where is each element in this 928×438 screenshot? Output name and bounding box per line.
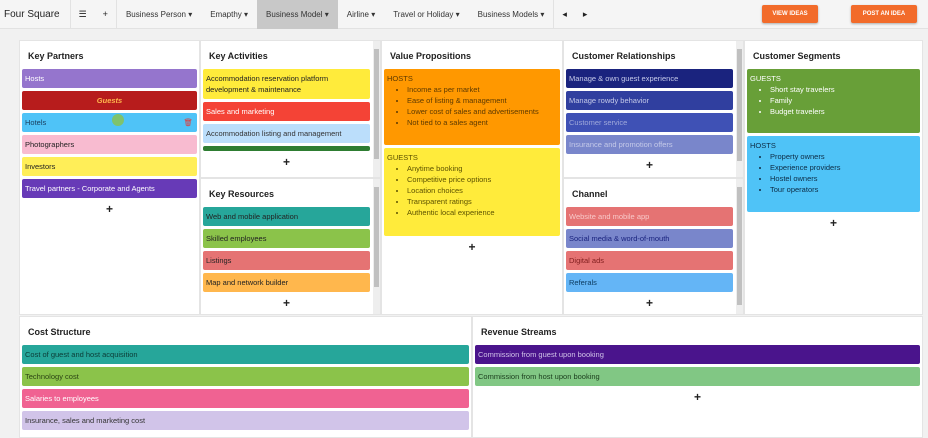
card-host-commission[interactable]: Commission from host upon booking xyxy=(475,367,920,386)
tab-emapthy[interactable]: Emapthy ▾ xyxy=(210,9,249,19)
list-item: Budget travelers xyxy=(770,106,917,117)
card-social-media[interactable]: Social media & word-of-mouth xyxy=(566,229,733,248)
list-item: Lower cost of sales and advertisements xyxy=(407,106,557,117)
card-web-app[interactable]: Web and mobile application xyxy=(203,207,370,226)
panel-title: Key Partners xyxy=(28,51,84,61)
group-label: HOSTS xyxy=(750,141,776,150)
card-acquisition-cost[interactable]: Cost of guest and host acquisition xyxy=(22,345,469,364)
add-key-activity-button[interactable]: + xyxy=(282,155,290,169)
card-insurance-offers[interactable]: Insurance and promotion offers xyxy=(566,135,733,154)
post-idea-button[interactable]: POST AN IDEA xyxy=(851,5,917,23)
card-hosts-segment[interactable]: HOSTS Property ownersExperience provider… xyxy=(747,136,920,212)
panel-title: Key Activities xyxy=(209,51,268,61)
card-hosts-values[interactable]: HOSTS Income as per marketEase of listin… xyxy=(384,69,560,145)
card-sales-marketing[interactable]: Sales and marketing xyxy=(203,102,370,121)
view-ideas-button[interactable]: VIEW IDEAS xyxy=(762,5,818,23)
card-travel-partners[interactable]: Travel partners - Corporate and Agents xyxy=(22,179,197,198)
tab-business-person[interactable]: Business Person ▾ xyxy=(125,9,193,19)
add-revenue-stream-button[interactable]: + xyxy=(693,390,701,404)
card-guests-segment[interactable]: GUESTS Short stay travelersFamilyBudget … xyxy=(747,69,920,133)
channel-panel: Channel Website and mobile app Social me… xyxy=(563,178,744,315)
list-item: Anytime booking xyxy=(407,163,557,174)
card-guests[interactable]: Guests xyxy=(22,91,197,110)
card-guests-values[interactable]: GUESTS Anytime bookingCompetitive price … xyxy=(384,148,560,236)
add-customer-segment-button[interactable]: + xyxy=(829,216,837,230)
card-map-builder[interactable]: Map and network builder xyxy=(203,273,370,292)
card-hotels[interactable]: Hotels 🗑 xyxy=(22,113,197,132)
brand[interactable]: Four Square xyxy=(0,0,71,29)
card-label: Hotels xyxy=(25,118,47,127)
panel-title: Channel xyxy=(572,189,608,199)
panel-title: Key Resources xyxy=(209,189,275,199)
list-item: Not tied to a sales agent xyxy=(407,117,557,128)
group-label: GUESTS xyxy=(387,153,418,162)
add-channel-button[interactable]: + xyxy=(645,296,653,310)
list-item: Transparent ratings xyxy=(407,196,557,207)
list-item: Competitive price options xyxy=(407,174,557,185)
tab-business-models[interactable]: Business Models ▾ xyxy=(469,0,555,29)
key-activities-panel: Key Activities Accommodation reservation… xyxy=(200,40,381,178)
card-digital-ads[interactable]: Digital ads xyxy=(566,251,733,270)
add-customer-relationship-button[interactable]: + xyxy=(645,158,653,172)
card-photographers[interactable]: Photographers xyxy=(22,135,197,154)
card-guest-experience[interactable]: Manage & own guest experience xyxy=(566,69,733,88)
card-listing-management[interactable]: Accommodation listing and management xyxy=(203,124,370,143)
scrollbar[interactable] xyxy=(736,41,743,177)
chevron-left-icon[interactable]: ◂ xyxy=(562,8,567,19)
tab-business-model[interactable]: Business Model ▾ xyxy=(257,0,338,29)
card-platform-dev[interactable]: Accommodation reservation platform devel… xyxy=(203,69,370,99)
card-referals[interactable]: Referals xyxy=(566,273,733,292)
card-website-app[interactable]: Website and mobile app xyxy=(566,207,733,226)
list-item: Family xyxy=(770,95,917,106)
card-rowdy-behavior[interactable]: Manage rowdy behavior xyxy=(566,91,733,110)
add-key-partner-button[interactable]: + xyxy=(105,202,113,216)
hamburger-icon[interactable]: ☰ xyxy=(78,8,87,19)
customer-segments-panel: Customer Segments GUESTS Short stay trav… xyxy=(744,40,923,315)
card-partial[interactable] xyxy=(203,146,370,151)
card-skilled-employees[interactable]: Skilled employees xyxy=(203,229,370,248)
panel-title: Cost Structure xyxy=(28,327,91,337)
customer-relationships-panel: Customer Relationships Manage & own gues… xyxy=(563,40,744,178)
scrollbar[interactable] xyxy=(373,179,380,314)
add-value-proposition-button[interactable]: + xyxy=(468,240,476,254)
list-item: Property owners xyxy=(770,151,917,162)
panel-title: Value Propositions xyxy=(390,51,472,61)
panel-title: Revenue Streams xyxy=(481,327,557,337)
tab-airline[interactable]: Airline ▾ xyxy=(346,9,376,19)
value-propositions-panel: Value Propositions HOSTS Income as per m… xyxy=(381,40,563,315)
list-item: Ease of listing & management xyxy=(407,95,557,106)
list-item: Authentic local experience xyxy=(407,207,557,218)
top-bar: Four Square ☰ + Business Person ▾ Emapth… xyxy=(0,0,928,29)
list-item: Location choices xyxy=(407,185,557,196)
panel-title: Customer Relationships xyxy=(572,51,676,61)
key-partners-panel: Key Partners Hosts Guests Hotels 🗑 Photog… xyxy=(19,40,200,315)
panel-title: Customer Segments xyxy=(753,51,841,61)
card-customer-service[interactable]: Customer service xyxy=(566,113,733,132)
list-item: Short stay travelers xyxy=(770,84,917,95)
group-label: HOSTS xyxy=(387,74,413,83)
trash-icon[interactable]: 🗑 xyxy=(183,118,193,127)
card-guest-commission[interactable]: Commission from guest upon booking xyxy=(475,345,920,364)
cost-structure-panel: Cost Structure Cost of guest and host ac… xyxy=(19,316,472,438)
card-insurance-cost[interactable]: Insurance, sales and marketing cost xyxy=(22,411,469,430)
plus-icon[interactable]: + xyxy=(95,0,117,29)
card-listings[interactable]: Listings xyxy=(203,251,370,270)
list-item: Experience providers xyxy=(770,162,917,173)
list-item: Hostel owners xyxy=(770,173,917,184)
add-key-resource-button[interactable]: + xyxy=(282,296,290,310)
key-resources-panel: Key Resources Web and mobile application… xyxy=(200,178,381,315)
revenue-streams-panel: Revenue Streams Commission from guest up… xyxy=(472,316,923,438)
tab-travel-or-holiday[interactable]: Travel or Holiday ▾ xyxy=(393,9,460,19)
card-technology-cost[interactable]: Technology cost xyxy=(22,367,469,386)
group-label: GUESTS xyxy=(750,74,781,83)
cursor-icon xyxy=(112,114,124,126)
scrollbar[interactable] xyxy=(736,179,743,314)
card-investors[interactable]: Investors xyxy=(22,157,197,176)
list-item: Income as per market xyxy=(407,84,557,95)
card-hosts[interactable]: Hosts xyxy=(22,69,197,88)
list-item: Tour operators xyxy=(770,184,917,195)
scrollbar[interactable] xyxy=(373,41,380,177)
chevron-right-icon[interactable]: ▸ xyxy=(582,8,588,19)
card-salaries[interactable]: Salaries to employees xyxy=(22,389,469,408)
